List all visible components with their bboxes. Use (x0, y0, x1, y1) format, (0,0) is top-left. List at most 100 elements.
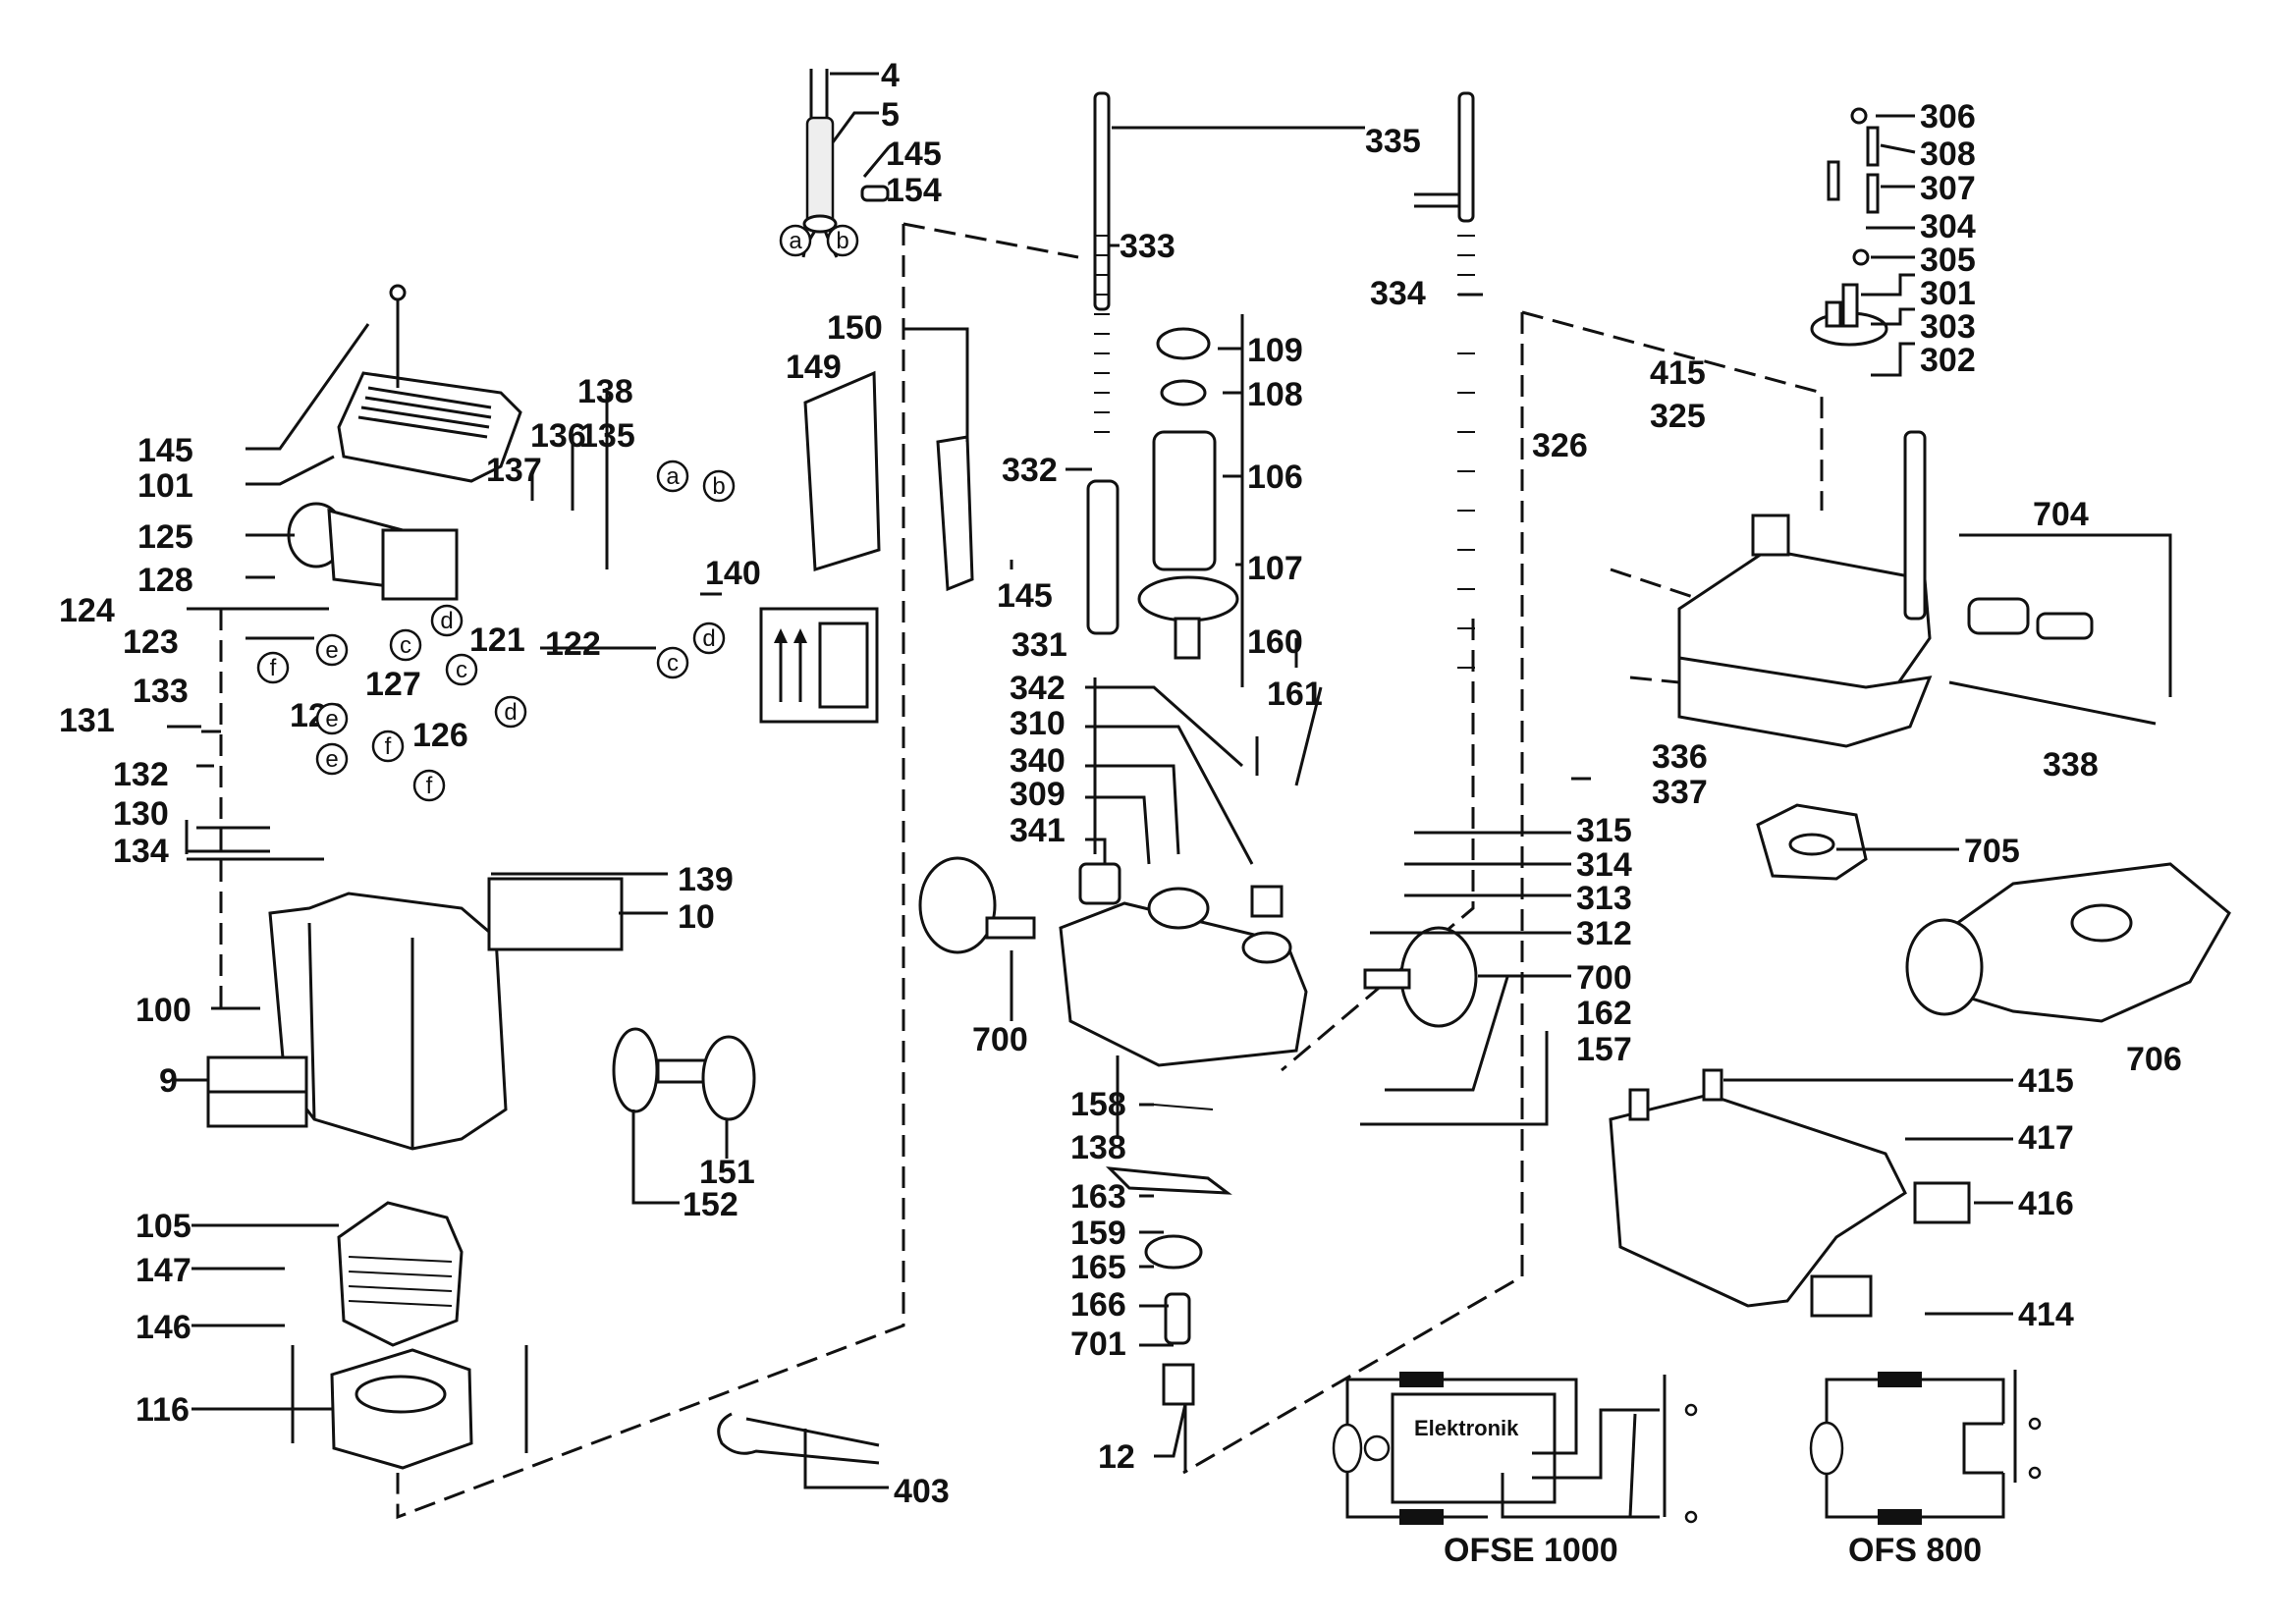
brush-info-box (759, 607, 879, 724)
wire-marker-a: a (779, 224, 812, 257)
part-label-154: 154 (886, 172, 942, 209)
svg-text:a: a (666, 463, 680, 490)
wire-marker-e: e (315, 702, 349, 735)
part-label-340: 340 (1010, 742, 1066, 780)
part-label-131: 131 (59, 702, 115, 739)
part-number-labels: 4514515415014914533333233133533410910810… (59, 57, 2182, 1510)
svg-text:e: e (325, 746, 338, 773)
part-label-145: 145 (137, 432, 193, 469)
depth-turret (1810, 107, 1888, 347)
wire-marker-d: d (494, 695, 527, 729)
part-label-100: 100 (136, 992, 191, 1029)
part-label-331: 331 (1011, 626, 1067, 664)
part-label-309: 309 (1010, 776, 1066, 813)
part-label-127: 127 (365, 666, 421, 703)
svg-text:f: f (270, 655, 277, 681)
part-label-105: 105 (136, 1208, 191, 1245)
part-label-416: 416 (2018, 1185, 2074, 1222)
part-label-159: 159 (1070, 1215, 1126, 1252)
part-label-137: 137 (486, 452, 542, 489)
part-label-107: 107 (1247, 550, 1303, 587)
part-label-10: 10 (678, 898, 715, 936)
part-label-147: 147 (136, 1252, 191, 1289)
router-base (1059, 862, 1308, 1067)
part-label-306: 306 (1920, 98, 1976, 135)
base-insert (1756, 803, 1868, 881)
part-label-307: 307 (1920, 170, 1976, 207)
motor-cover (337, 284, 522, 483)
circuit-ofs-800: OFS 800 (1809, 1370, 2042, 1569)
motor-housing (206, 877, 624, 1151)
part-label-336: 336 (1652, 738, 1708, 776)
wrench (717, 1412, 880, 1465)
part-label-109: 109 (1247, 332, 1303, 369)
wire-marker-f: f (256, 651, 290, 684)
part-label-12: 12 (1098, 1438, 1135, 1476)
circuit-module-label: Elektronik (1414, 1416, 1519, 1440)
brush-plate (803, 370, 974, 592)
svg-text:c: c (456, 657, 467, 683)
leader-lines (167, 72, 2172, 1489)
part-label-304: 304 (1920, 208, 1976, 245)
part-label-132: 132 (113, 756, 169, 793)
part-label-5: 5 (881, 96, 900, 134)
part-label-342: 342 (1010, 670, 1066, 707)
part-label-704: 704 (2033, 496, 2089, 533)
part-label-133: 133 (133, 673, 189, 710)
part-label-414: 414 (2018, 1296, 2074, 1333)
wire-marker-e: e (315, 742, 349, 776)
part-label-125: 125 (137, 518, 193, 556)
part-label-314: 314 (1576, 846, 1632, 884)
svg-text:d: d (440, 608, 453, 634)
part-label-308: 308 (1920, 135, 1976, 173)
svg-text:c: c (667, 650, 679, 676)
columns (1086, 91, 1475, 669)
lower-parts (1105, 1104, 1232, 1406)
wire-marker-f: f (371, 730, 405, 763)
part-label-101: 101 (137, 467, 193, 505)
part-label-326: 326 (1532, 427, 1588, 464)
svg-text:d: d (702, 625, 715, 652)
part-label-325: 325 (1650, 398, 1706, 435)
part-label-315: 315 (1576, 812, 1632, 849)
wire-marker-b: b (702, 469, 736, 503)
wire-marker-d: d (430, 604, 464, 637)
part-label-160: 160 (1247, 623, 1303, 661)
circuit-model-ofse-1000: OFSE 1000 (1444, 1532, 1618, 1569)
part-label-334: 334 (1370, 275, 1426, 312)
part-label-145: 145 (886, 135, 942, 173)
part-label-305: 305 (1920, 242, 1976, 279)
svg-text:f: f (426, 773, 433, 799)
part-label-152: 152 (683, 1186, 738, 1223)
part-label-140: 140 (705, 555, 761, 592)
part-label-9: 9 (159, 1062, 178, 1100)
part-label-303: 303 (1920, 308, 1976, 346)
part-label-163: 163 (1070, 1178, 1126, 1216)
part-label-337: 337 (1652, 774, 1708, 811)
armature (1137, 327, 1239, 660)
part-label-106: 106 (1247, 459, 1303, 496)
svg-text:d: d (504, 699, 517, 726)
part-label-700: 700 (1576, 959, 1632, 997)
part-label-151: 151 (699, 1154, 755, 1191)
part-label-332: 332 (1002, 452, 1058, 489)
part-label-312: 312 (1576, 915, 1632, 952)
part-label-333: 333 (1120, 228, 1175, 265)
part-label-134: 134 (113, 833, 169, 870)
wire-marker-e: e (315, 633, 349, 667)
part-label-341: 341 (1010, 812, 1066, 849)
part-label-136: 136 (530, 417, 586, 455)
part-label-126: 126 (412, 717, 468, 754)
part-label-161: 161 (1267, 676, 1323, 713)
svg-text:f: f (385, 733, 392, 760)
svg-text:b: b (836, 228, 848, 254)
svg-text:c: c (400, 632, 411, 659)
guide-rods (1948, 597, 2157, 726)
edge-guide (1609, 1068, 1971, 1318)
part-label-415: 415 (1650, 354, 1706, 392)
part-label-139: 139 (678, 861, 734, 898)
electronic-module (287, 502, 459, 601)
svg-text:e: e (325, 637, 338, 664)
